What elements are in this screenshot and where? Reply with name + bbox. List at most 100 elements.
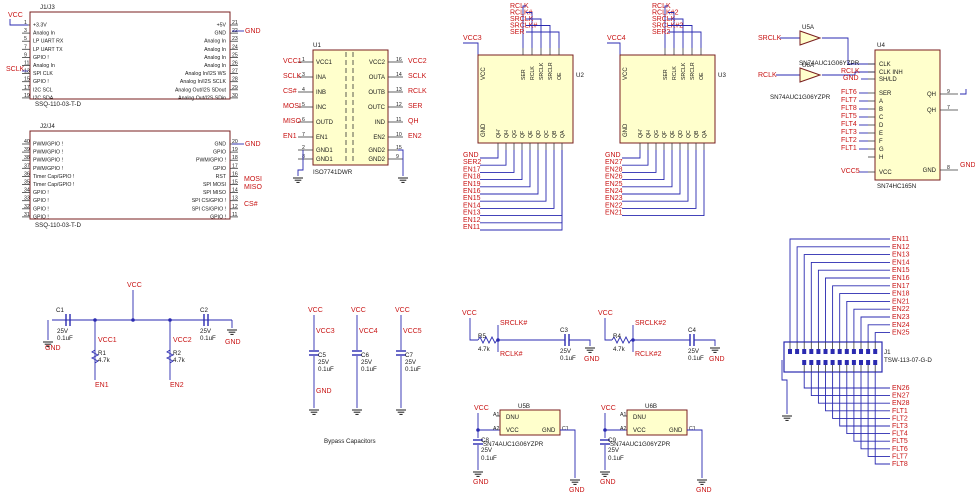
u1-right-pin-num: 12 [396,102,402,108]
j1-right-pin-label: Analog In [204,39,226,45]
header-bottom-net: EN26 [892,385,910,392]
j2-right-pin-num: 17 [232,163,238,169]
r1-ref: R1 [98,350,106,357]
j1-left-pin-label: Analog In [33,63,55,69]
u3-out-pin-label: QC [686,130,692,138]
header-bottom-net: FLT1 [892,408,908,415]
j1-left-pin-num: 13 [24,69,30,75]
j2-right-pin-num: 19 [232,147,238,153]
u5bA-ref: U5B [518,403,530,410]
j2-left-pin-num: 35 [24,180,30,186]
u5a-part: SN74AUC1G06YZPR [799,60,860,67]
u4-right-pin-num: 8 [947,165,950,171]
u4-pin-label: VCC [879,170,892,176]
header-bottom-net: EN28 [892,400,910,407]
u1-right-net: SER [408,103,422,110]
u3-top-net: SER2 [652,29,670,36]
u3-top-net: RCLK [652,3,671,10]
u1-left-pin-label: OUTD [316,120,334,126]
u2-bottom-net: EN15 [463,195,481,202]
u4-gnd-net: GND [960,162,975,169]
u3-bottom-net: EN26 [605,174,623,181]
u5bA-a1-pin: A1 [493,412,499,418]
u1-right-pin-num: 13 [396,87,402,93]
j2-left-pin-label: GPIO ! [33,214,49,220]
j1-part: SSQ-110-03-T-D [35,101,81,108]
c4-gnd: GND [709,356,725,363]
u1-right-pin-label: EN2 [373,135,385,141]
u6a-ref: U6A [802,62,815,69]
u1-left-pin-label: GND1 [316,148,333,154]
c2-value: 0.1uF [200,335,216,342]
j1-left-pin-label: GPIO ! [33,79,49,85]
u2-out-pin-label: QG [512,130,518,138]
header-top-net: EN21 [892,298,910,305]
u5bA-vcc-label: VCC [506,428,519,434]
buffer-u5a-u6a: SRCLK U5A SN74AUC1G06YZPR RCLK U6A SN74A… [758,24,875,101]
u4-ref: U4 [877,42,885,49]
u1-right-pin-num: 10 [396,132,402,138]
net-vcc4-u3: VCC4 [607,35,626,42]
u1-right-pin-label: VCC2 [369,60,386,66]
c6-ref: C6 [361,352,369,359]
net-sclk-j1: SCLK [6,66,25,73]
header-top-net: EN15 [892,267,910,274]
u2-vcc-pin: VCC [481,67,487,80]
j2-right-pin-label: GPIO ! [210,214,226,220]
u2-out-pin-label: QH [504,130,510,138]
j2-right-pin-label: SPI MISO [203,190,226,196]
rc-filters: VCC R5 4.7k SRCLK# RCLK# C3 25V 0.1uF GN… [462,310,725,363]
u4-net: FLT4 [841,121,857,128]
j1-left-pin-label: I2C SCL [33,87,53,93]
u1-left-net: MISO [283,118,301,125]
net-vcc-r5: VCC [462,310,477,317]
u2-bottom-net: EN13 [463,210,481,217]
u6a-part: SN74AUC1G06YZPR [770,94,831,101]
j2-left-pin-label: GPIO ! [33,198,49,204]
net-vcc1-r1: VCC1 [98,337,117,344]
c5-ref: C5 [318,352,326,359]
u4-right-pin-label: QH [927,92,936,98]
enable-pullups: VCC C1 25V 0.1uF GND C2 25V 0.1uF GND VC… [42,282,241,389]
u3-top-pin-label: SRCLR [690,62,696,80]
header-top-net: EN25 [892,330,910,337]
u3-bottom-net: EN27 [605,159,623,166]
u1-right-pin-num: 9 [396,154,399,160]
c3-gnd: GND [584,356,600,363]
c6-voltage: 25V [361,359,373,366]
net-mosi-j2: MOSI [244,176,262,183]
u5bB-gnd-label: GND [669,428,683,434]
j1-body [29,11,231,100]
u2-bottom-net: EN17 [463,166,481,173]
u3-top-pin-label: RCLK [672,66,678,80]
j2-right-pin-label: SPI CS/GPIO ! [192,206,226,212]
j2-left-pin-label: Timer Cap/GPIO ! [33,182,74,188]
u1-left-pin-num: 6 [302,117,305,123]
u1-left-net: CS# [283,88,297,95]
u1-left-pin-label: VCC1 [316,60,333,66]
net-vcc-j1: VCC [8,12,23,19]
net-miso-j2: MISO [244,184,262,191]
u1-left-pin-label: INA [316,75,326,81]
u2-top-net: SRCLK# [510,23,537,30]
u3-bottom-net: EN25 [605,181,623,188]
j1-left-pin-label: GPIO ! [33,55,49,61]
j2-left-pin-num: 33 [24,196,30,202]
j2-left-pin-num: 37 [24,163,30,169]
u4-pin-label: E [879,131,883,137]
header-bottom-net: FLT4 [892,431,908,438]
c1-voltage: 25V [57,328,69,335]
u4-pin-label: C [879,115,884,121]
c1-gnd: GND [45,345,61,352]
u5bB-vcc: VCC [601,405,616,412]
header-top-net: EN13 [892,252,910,259]
c5-voltage: 25V [318,359,330,366]
u3-out-pin-label: QA [702,130,708,138]
net-gnd-j1: GND [245,28,261,35]
j2-right-pin-label: GND [214,142,226,148]
u5bA-cap-voltage: 25V [481,447,493,454]
j2-left-pin-label: GPIO ! [33,206,49,212]
u5bB-vcc-label: VCC [633,428,646,434]
